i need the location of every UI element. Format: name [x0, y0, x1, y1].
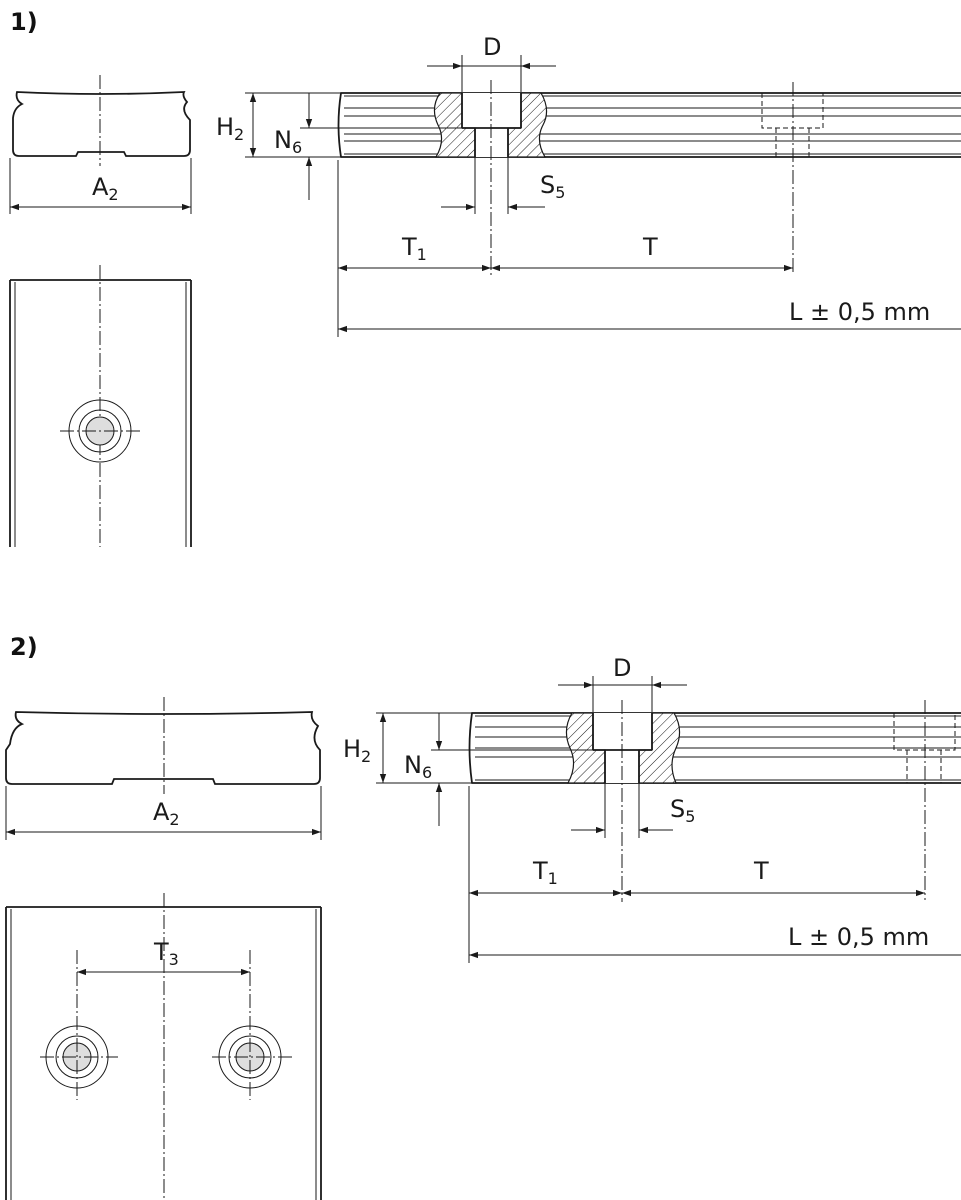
- figure-1-number: 1): [10, 8, 38, 36]
- dimension-t-label: T: [753, 857, 769, 885]
- dimension-h2-label: H2: [343, 735, 371, 766]
- dimension-t3-label: T3: [153, 938, 179, 969]
- dimension-n6-label: N6: [404, 751, 432, 782]
- dimension-l-label: L ± 0,5 mm: [789, 298, 930, 326]
- mounting-hole-left: [40, 950, 118, 1100]
- figure-2-rail-cross-section: A2: [5, 697, 322, 840]
- dimension-n6-label: N6: [274, 126, 302, 157]
- dimension-a2-label: A2: [92, 173, 119, 204]
- hidden-counterbore: [761, 82, 824, 275]
- figure-2-rail-top-view: T3: [5, 893, 322, 1200]
- dimension-a2-label: A2: [153, 798, 180, 829]
- mounting-hole: [60, 399, 142, 463]
- figure-1: 1) A2: [9, 8, 961, 547]
- figure-2-rail-side-view: D H2 N6 S5: [343, 654, 961, 963]
- dimension-t1-label: T1: [401, 233, 427, 264]
- dimension-d-label: D: [613, 654, 631, 682]
- figure-1-rail-cross-section: A2: [9, 75, 192, 214]
- dimension-s5-label: S5: [670, 795, 695, 826]
- dimension-d-label: D: [483, 33, 501, 61]
- figure-1-rail-side-view: D H2 N6 S5: [216, 33, 961, 337]
- dimension-s5-label: S5: [540, 171, 565, 202]
- dimension-t-label: T: [642, 233, 658, 261]
- dimension-h2-label: H2: [216, 113, 244, 144]
- dimension-l-label: L ± 0,5 mm: [788, 923, 929, 951]
- figure-2-number: 2): [10, 633, 38, 661]
- mounting-hole-right: [212, 950, 292, 1100]
- figure-2: 2) A2: [5, 633, 961, 1200]
- dimension-t1-label: T1: [532, 857, 558, 888]
- hidden-counterbore: [893, 700, 956, 900]
- figure-1-rail-top-view: [9, 265, 192, 547]
